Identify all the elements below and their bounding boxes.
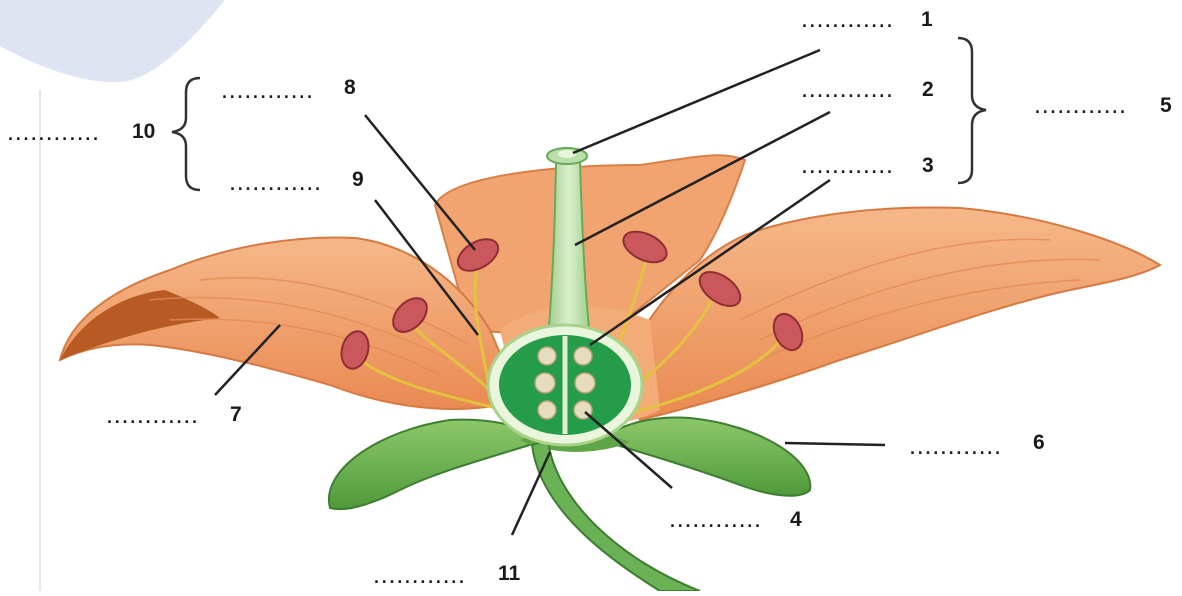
label-1-blank[interactable]: ............ (800, 13, 893, 31)
corner-decoration (0, 0, 225, 82)
label-8-number: 8 (344, 76, 356, 99)
leader-line-8 (365, 115, 475, 250)
stigma-top (558, 150, 576, 158)
label-11-number: 11 (498, 562, 521, 585)
ovule (574, 347, 592, 365)
label-9-blank[interactable]: ............ (228, 176, 321, 194)
brace-right (958, 38, 986, 183)
leader-line-11 (512, 452, 550, 535)
label-3: ............ 3 (800, 154, 934, 177)
label-3-blank[interactable]: ............ (800, 159, 893, 177)
ovule (575, 373, 595, 393)
label-4: ............ 4 (668, 508, 802, 531)
label-3-number: 3 (922, 154, 934, 177)
right-sepal (600, 417, 810, 495)
label-2-number: 2 (922, 78, 934, 101)
label-4-blank[interactable]: ............ (668, 513, 761, 531)
label-11-blank[interactable]: ............ (372, 569, 465, 587)
label-2-blank[interactable]: ............ (800, 83, 893, 101)
label-4-number: 4 (790, 508, 802, 531)
label-8: ............ 8 (220, 76, 356, 102)
left-sepal (329, 420, 545, 509)
label-7-number: 7 (230, 403, 242, 426)
label-10: ............ 10 (6, 120, 155, 144)
label-5: ............ 5 (1033, 94, 1172, 117)
label-10-number: 10 (132, 120, 155, 143)
label-6-number: 6 (1033, 431, 1045, 454)
ovule (538, 347, 556, 365)
ovule (538, 401, 556, 419)
label-9-number: 9 (352, 168, 364, 191)
label-5-blank[interactable]: ............ (1033, 99, 1126, 117)
label-7-blank[interactable]: ............ (105, 409, 198, 427)
label-2: ............ 2 (800, 78, 934, 101)
label-1: ............ 1 (800, 8, 933, 31)
label-10-blank[interactable]: ............ (6, 126, 99, 144)
label-7: ............ 7 (105, 403, 242, 427)
leader-line-6 (785, 443, 885, 445)
label-8-blank[interactable]: ............ (220, 84, 313, 102)
label-1-number: 1 (921, 8, 933, 31)
ovule (535, 373, 555, 393)
label-5-number: 5 (1160, 94, 1172, 117)
label-6-blank[interactable]: ............ (908, 440, 1001, 458)
label-11: ............ 11 (372, 562, 521, 587)
label-9: ............ 9 (228, 168, 364, 194)
brace-left (172, 78, 200, 190)
label-6: ............ 6 (908, 431, 1045, 458)
